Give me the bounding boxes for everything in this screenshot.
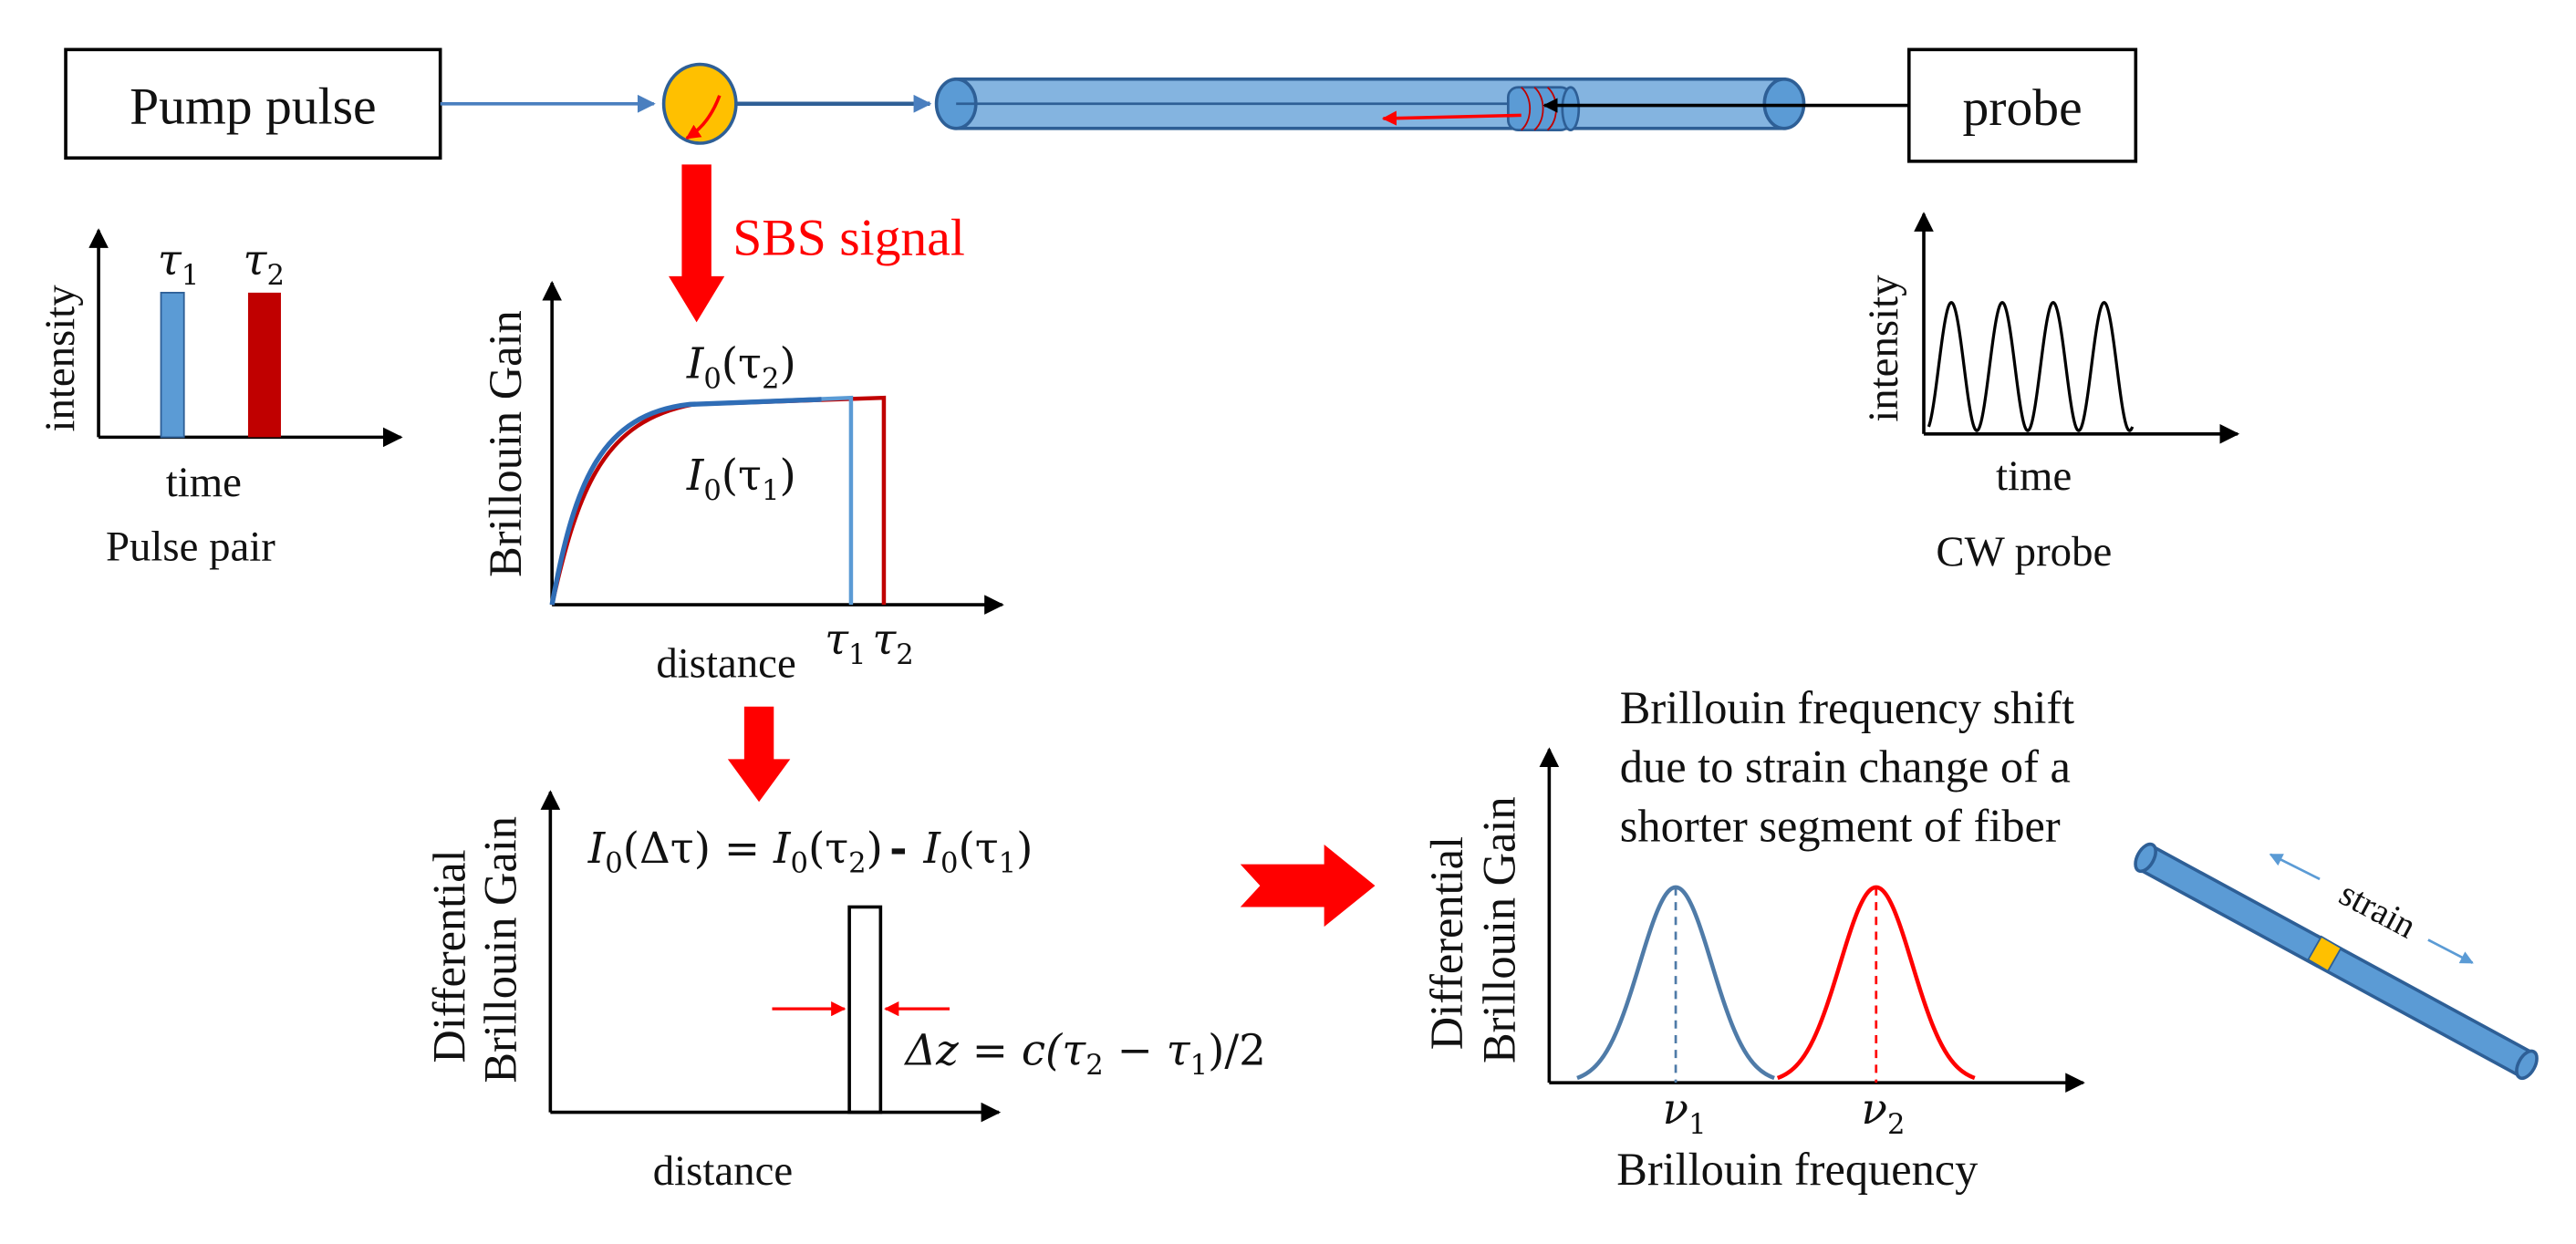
shift-title-line2: due to strain change of a bbox=[1620, 741, 2071, 793]
nu1-label: ν1 bbox=[1663, 1085, 1707, 1141]
nu2-label: ν2 bbox=[1862, 1085, 1906, 1141]
pulse-tau1-label: τ1 bbox=[158, 236, 199, 292]
pulse-tau2-label: τ2 bbox=[244, 236, 285, 292]
strain-segment bbox=[2307, 935, 2342, 972]
gain-to-diff-arrow bbox=[727, 706, 791, 803]
sbs-signal-label: SBS signal bbox=[732, 209, 965, 266]
circulator-arrow-icon bbox=[685, 95, 722, 140]
pulse-pair-ylabel: intensity bbox=[36, 285, 84, 432]
differential-gain-plot: Differential Brillouin Gain distance I0(… bbox=[424, 790, 1266, 1195]
diff-gain-rect bbox=[847, 905, 883, 1114]
dz-equation: Δz = c(τ2 − τ1)/2 bbox=[903, 1026, 1266, 1082]
pulse-pair-caption: Pulse pair bbox=[106, 523, 275, 570]
pulse-pair-xlabel: time bbox=[166, 459, 242, 506]
gain-ylabel: Brillouin Gain bbox=[480, 310, 531, 577]
diff-ylabel-line1: Differential bbox=[424, 849, 475, 1063]
pump-pulse-label: Pump pulse bbox=[130, 78, 377, 135]
cw-probe-wave bbox=[1927, 301, 2135, 432]
pulse-bar-tau1 bbox=[160, 291, 185, 439]
diff-xlabel: distance bbox=[653, 1147, 793, 1195]
pump-pulse-in-fiber bbox=[1506, 86, 1581, 131]
cw-probe-xlabel: time bbox=[1996, 452, 2072, 500]
gain-curve-tau2-label: I0(τ2) bbox=[686, 340, 796, 396]
strain-arrow-right bbox=[2427, 938, 2474, 964]
diff-equation: I0(Δτ) = I0(τ2)-I0(τ1) bbox=[587, 824, 1034, 880]
strained-fiber: strain bbox=[2134, 842, 2539, 1081]
gain-curve-tau1 bbox=[549, 395, 854, 606]
gain-curve-tau1-label: I0(τ1) bbox=[686, 451, 796, 507]
shift-ylabel-line1: Differential bbox=[1421, 836, 1472, 1050]
brillouin-gain-plot: Brillouin Gain distance I0(τ2) I0(τ1) τ1… bbox=[480, 280, 1004, 687]
shift-xlabel: Brillouin frequency bbox=[1616, 1144, 1978, 1195]
cw-probe-caption: CW probe bbox=[1936, 528, 2112, 575]
diff-ylabel-line2: Brillouin Gain bbox=[475, 816, 526, 1083]
backscatter-arrow bbox=[1381, 110, 1522, 126]
cw-probe-ylabel: intensity bbox=[1860, 275, 1907, 422]
frequency-shift-plot: Brillouin frequency shift due to strain … bbox=[1421, 682, 2085, 1195]
circulator bbox=[661, 62, 738, 145]
gain-tick-tau1: τ1 bbox=[825, 616, 866, 671]
strain-label: strain bbox=[2333, 873, 2424, 946]
sbs-signal-arrow bbox=[669, 164, 725, 323]
pulse-bar-tau2 bbox=[247, 292, 281, 438]
shift-title-line1: Brillouin frequency shift bbox=[1620, 682, 2074, 733]
pulse-pair-plot: τ1 τ2 intensity time Pulse pair bbox=[36, 228, 403, 570]
gain-xlabel: distance bbox=[656, 639, 795, 687]
shift-ylabel-line2: Brillouin Gain bbox=[1474, 796, 1525, 1063]
pump-pulse-box: Pump pulse bbox=[64, 47, 442, 161]
probe-box: probe bbox=[1906, 47, 2138, 163]
cw-probe-plot: intensity time CW probe bbox=[1860, 212, 2240, 575]
probe-label: probe bbox=[1962, 79, 2082, 137]
gain-tick-tau2: τ2 bbox=[872, 616, 913, 671]
strain-arrow-left bbox=[2269, 853, 2321, 881]
diff-to-shift-arrow bbox=[1240, 845, 1376, 928]
shift-title-line3: shorter segment of fiber bbox=[1620, 800, 2061, 851]
